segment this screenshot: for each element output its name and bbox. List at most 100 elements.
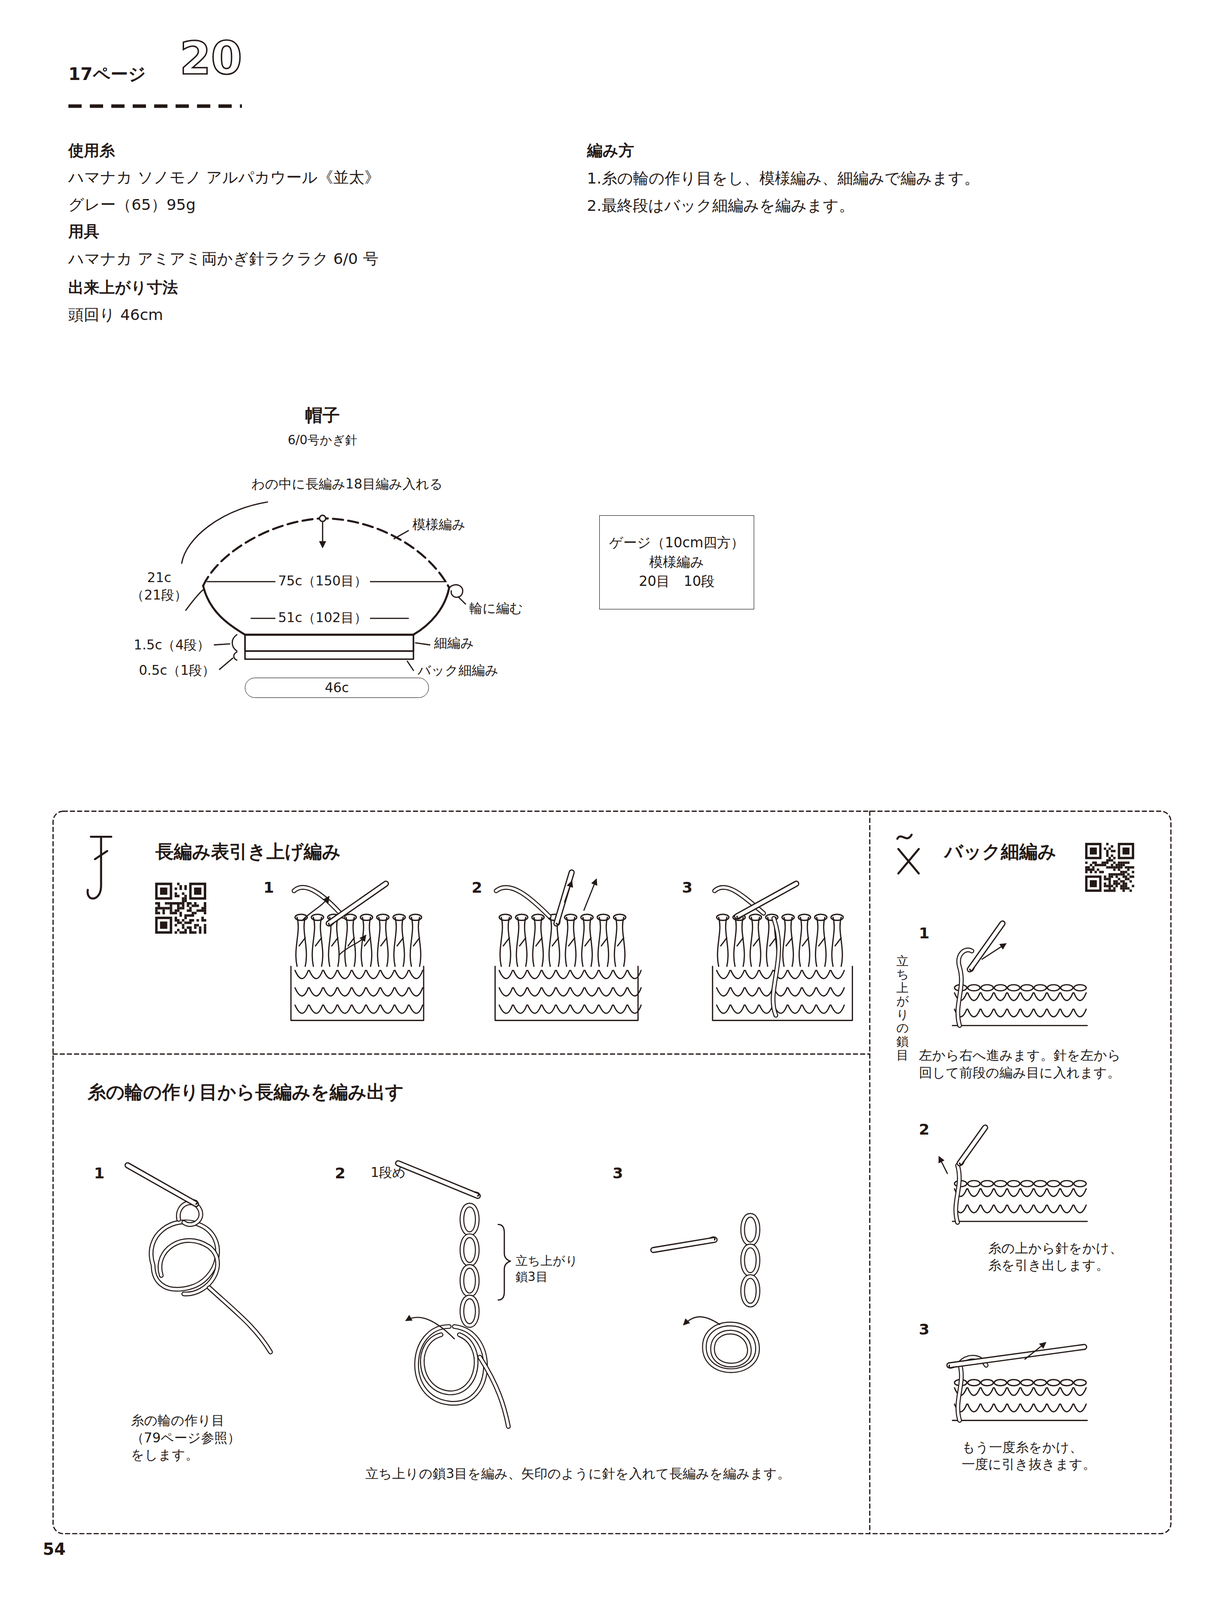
qr-module (1131, 866, 1135, 870)
stitch-strip (952, 1181, 1088, 1223)
qr-module (201, 917, 204, 920)
single-crochet-row (954, 1189, 1087, 1197)
callout-note: 輪に編む (469, 600, 524, 618)
leader-line (214, 644, 230, 645)
qr-module (1108, 880, 1112, 883)
double-crochet-row (296, 917, 421, 967)
qr-module (179, 912, 182, 915)
qr-module (162, 912, 165, 915)
step-number: 2 (334, 1163, 346, 1184)
qr-module (191, 931, 194, 935)
qr-module (1099, 864, 1102, 867)
qr-module (1127, 873, 1130, 877)
qr-module (179, 885, 182, 888)
callout-note: 立ち上がり 鎖3目 (515, 1253, 582, 1286)
qr-module (1124, 866, 1128, 870)
hook-shaft (398, 1163, 478, 1197)
qr-module (191, 912, 194, 915)
qr-finder (160, 921, 168, 929)
stitch-label: バック細編み (417, 662, 499, 680)
qr-module (179, 887, 182, 891)
title-rule (68, 104, 242, 109)
fabric-edge (952, 1420, 1088, 1422)
qr-module (174, 917, 178, 920)
qr-module (189, 902, 192, 905)
qr-module (1103, 889, 1107, 893)
yarn-fill (958, 950, 973, 1026)
yarn-fill (712, 1332, 750, 1366)
step-caption: 立ち上りの鎖3目を編み、矢印のように針を入れて長編みを編みます。 (365, 1465, 791, 1484)
qr-module (1106, 861, 1109, 865)
qr-module (162, 907, 165, 910)
qr-module (1119, 861, 1123, 865)
round-loop-mark (449, 585, 463, 598)
qr-module (177, 904, 180, 908)
qr-module (177, 907, 180, 910)
qr-module (203, 907, 207, 910)
qr-finder (157, 885, 170, 898)
step-caption: もう一度糸をかけ、 一度に引き抜きます。 (961, 1439, 1103, 1474)
hat-schematic (181, 502, 466, 671)
qr-module (1106, 859, 1109, 862)
qr-module (1101, 864, 1104, 867)
qr-module (184, 931, 187, 935)
qr-module (1127, 861, 1130, 865)
qr-module (201, 907, 204, 910)
qr-module (186, 926, 190, 930)
dimension: 51c（102目） (275, 609, 371, 628)
qr-module (169, 904, 173, 908)
qr-module (177, 929, 180, 932)
hook-tip (959, 1161, 964, 1166)
qr-module (1111, 875, 1114, 878)
yarn-fill (742, 1215, 759, 1245)
qr-module (164, 902, 168, 905)
qr-module (189, 907, 192, 910)
qr-module (189, 919, 192, 922)
qr-module (181, 904, 185, 908)
qr-module (1122, 875, 1125, 878)
yarn-strand (479, 1357, 509, 1427)
qr-module (203, 912, 207, 915)
yarn-fill (294, 887, 344, 917)
panel-heading: 糸の輪の作り目から長編みを編み出す (87, 1080, 404, 1105)
qr-module (1106, 889, 1109, 893)
qr-module (1115, 882, 1119, 886)
step-caption: 左から右へ進みます。針を左から 回して前段の編み目に入れます。 (918, 1047, 1127, 1082)
leader-line (394, 531, 409, 540)
qr-module (181, 892, 185, 895)
yarn-fill (461, 1205, 478, 1235)
qr-module (203, 924, 207, 927)
qr-module (1119, 864, 1123, 867)
fabric-sketch (495, 914, 642, 1022)
hook-shaft (328, 884, 386, 925)
box-text: 20目 10段 (638, 571, 716, 592)
qr-module (181, 919, 185, 922)
fabric-edge (712, 966, 853, 1021)
qr-module (1115, 875, 1119, 878)
yarn-strand (742, 1277, 759, 1306)
qr-module (1124, 887, 1128, 890)
hook-tip (969, 967, 975, 972)
qr-module (1106, 852, 1109, 855)
qr-finder (1087, 877, 1100, 890)
yarn-strand (209, 1288, 271, 1353)
qr-module (1127, 866, 1130, 870)
yarn-outline (422, 1335, 476, 1394)
single-crochet-row (954, 1009, 1087, 1018)
qr-module (1111, 854, 1114, 858)
yarn-outline (712, 1332, 750, 1366)
motion-arrow (1024, 1343, 1046, 1361)
qr-module (184, 887, 187, 891)
dimension: 21c （21段） (126, 569, 193, 604)
qr-module (1094, 871, 1097, 874)
hook-shaft (653, 1240, 715, 1251)
stitch-label: 細編み (434, 635, 475, 653)
qr-module (1131, 871, 1135, 874)
qr-module (1115, 873, 1119, 877)
qr-module (1115, 864, 1119, 867)
qr-module (1108, 873, 1112, 877)
qr-module (177, 883, 180, 886)
technique-panel: 長編み表引き上げ編み (53, 811, 870, 1055)
hook-tip (737, 916, 742, 919)
yarn-strand (955, 1165, 960, 1223)
